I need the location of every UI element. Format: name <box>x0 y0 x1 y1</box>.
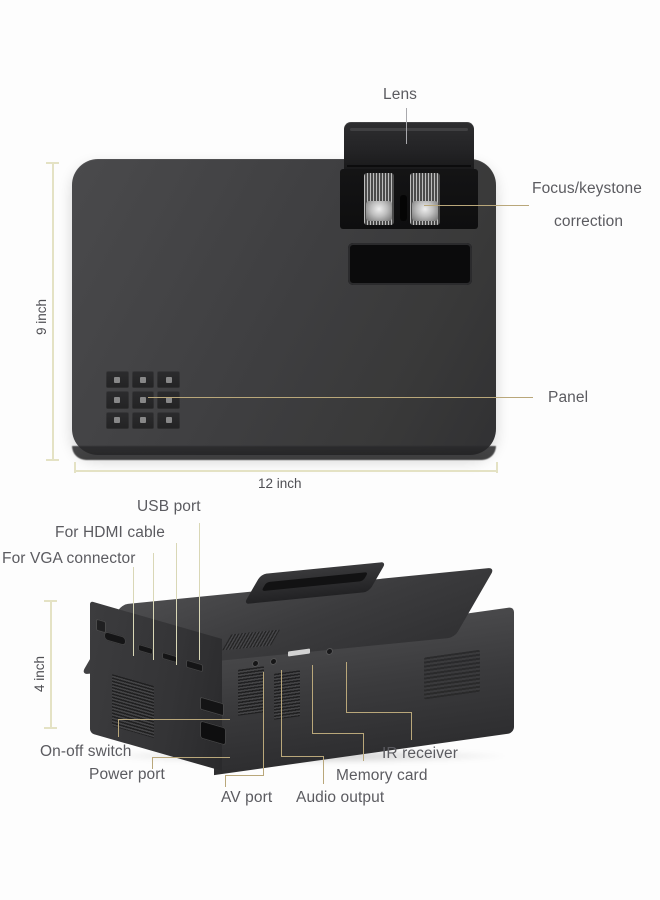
panel-key <box>157 391 180 409</box>
dimension-label-depth: 4 inch <box>32 655 47 692</box>
callout-label-panel: Panel <box>548 389 589 406</box>
panel-key <box>106 371 129 389</box>
dimension-line-depth <box>50 600 52 728</box>
callout-label-audio-output: Audio output <box>296 789 385 806</box>
dimension-tick-depth-top <box>44 600 57 602</box>
leader-line-memory-card-drop <box>363 733 365 761</box>
leader-line-audio-output-stem <box>281 670 283 756</box>
callout-label-usb: USB port <box>137 498 201 515</box>
side-vent-icon <box>424 649 480 700</box>
lens-housing-highlight <box>350 128 468 131</box>
leader-line-lens <box>406 108 408 144</box>
dimension-tick-bottom <box>46 459 59 461</box>
callout-label-hdmi: For HDMI cable <box>55 524 165 541</box>
side-grille-icon-2 <box>274 670 300 720</box>
leader-line-panel <box>148 397 533 399</box>
leader-line-usb-2 <box>176 543 178 665</box>
panel-key <box>157 371 180 389</box>
leader-line-ir-receiver-elbow <box>346 712 412 714</box>
callout-label-power-port: Power port <box>89 766 165 783</box>
lens-housing <box>344 122 474 172</box>
leader-line-av-port-stem <box>263 672 265 776</box>
dimension-tick-right <box>496 462 498 473</box>
dimension-tick-left <box>74 462 76 473</box>
focus-dial-icon <box>364 173 394 225</box>
focus-keystone-dial-well <box>340 169 478 229</box>
leader-line-on-off-switch <box>118 719 230 721</box>
leader-line-memory-card-stem <box>312 665 314 733</box>
control-panel <box>106 371 180 429</box>
panel-key <box>106 411 129 429</box>
side-grille-icon-1 <box>238 666 264 716</box>
callout-label-on-off-switch: On-off switch <box>40 743 132 760</box>
dimension-line-width <box>74 470 498 472</box>
lens-window <box>348 243 472 285</box>
callout-label-focus-keystone-line2: correction <box>554 213 624 230</box>
callout-label-av-port: AV port <box>221 789 273 806</box>
callout-label-lens: Lens <box>383 86 418 103</box>
dimension-tick-depth-bottom <box>44 727 57 729</box>
callout-label-memory-card: Memory card <box>336 767 428 784</box>
leader-line-ir-receiver-drop <box>411 712 413 740</box>
panel-key <box>131 391 155 409</box>
keystone-dial-icon <box>410 173 440 225</box>
lens-housing-seam <box>347 165 471 167</box>
leader-line-audio-output-elbow <box>281 756 324 758</box>
leader-line-power-port <box>152 757 230 759</box>
dimension-tick-top <box>46 162 59 164</box>
leader-line-memory-card-elbow <box>312 733 364 735</box>
leader-line-usb <box>199 523 201 660</box>
leader-line-av-port-drop <box>225 775 227 787</box>
lens-hood-slot <box>261 572 369 592</box>
leader-line-ir-receiver-stem <box>346 662 348 712</box>
panel-key <box>157 411 180 429</box>
dimension-label-height: 9 inch <box>34 298 49 335</box>
leader-line-hdmi <box>153 553 155 660</box>
callout-label-ir-receiver: IR receiver <box>382 745 459 762</box>
leader-line-av-port-elbow <box>225 775 264 777</box>
panel-key <box>131 371 155 389</box>
leader-line-focus-keystone <box>424 205 529 207</box>
leader-line-power-port-stem <box>152 757 154 769</box>
leader-line-vga <box>133 567 135 656</box>
panel-key <box>106 391 129 409</box>
callout-label-vga: For VGA connector <box>2 550 136 567</box>
callout-label-focus-keystone-line1: Focus/keystone <box>532 180 642 197</box>
panel-key <box>131 411 155 429</box>
dial-divider <box>400 195 407 221</box>
leader-line-audio-output-drop <box>323 756 325 784</box>
dimension-line-height <box>52 162 54 460</box>
leader-line-on-off-switch-stem <box>118 719 120 737</box>
dimension-label-width: 12 inch <box>258 476 302 491</box>
top-view-projector <box>72 122 496 461</box>
